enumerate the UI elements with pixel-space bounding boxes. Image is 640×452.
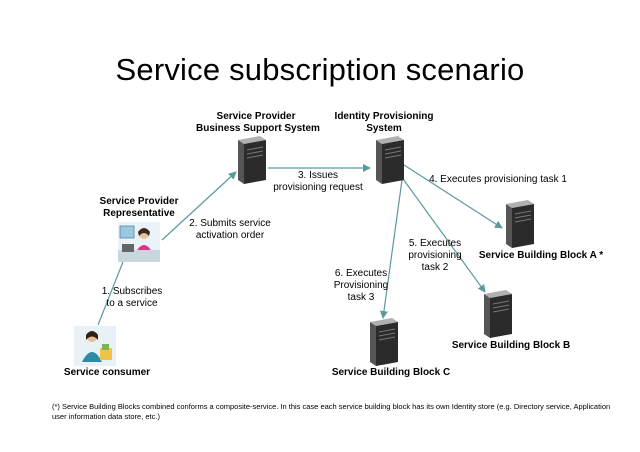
server-icon-block-b [484, 290, 512, 338]
node-label-consumer: Service consumer [63, 367, 151, 378]
node-label-block-a: Service Building Block A * [478, 250, 604, 261]
diagram-title: Service subscription scenario [115, 52, 525, 87]
server-icon-block-a [506, 200, 534, 248]
arrow-step-5 [397, 171, 486, 293]
step-label-4: 4. Executes provisioning task 1 [429, 174, 567, 185]
server-icon-block-c [370, 318, 398, 366]
arrow-step-6 [379, 179, 403, 319]
server-icon-bss [238, 136, 266, 184]
consumer-icon [74, 326, 116, 366]
server-icon-ips [376, 136, 404, 184]
footnote: (*) Service Building Blocks combined con… [52, 402, 611, 421]
node-label-block-c: Service Building Block C [331, 367, 451, 378]
node-label-block-b: Service Building Block B [451, 340, 571, 351]
arrow-step-4 [403, 164, 503, 229]
arrow-step-2 [161, 171, 237, 241]
representative-icon [118, 222, 160, 262]
